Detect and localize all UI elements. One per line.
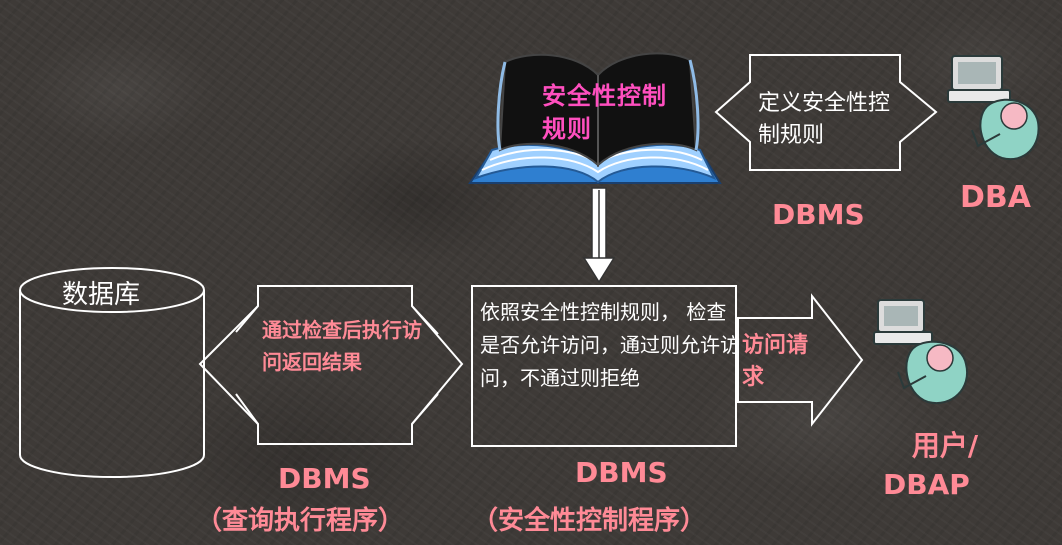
dbms-query-subtitle: （查询执行程序） (196, 506, 405, 536)
database-cylinder (19, 267, 205, 478)
dba-label: DBA (960, 180, 1031, 215)
security-check-box (471, 285, 737, 447)
book-to-check-arrow (582, 187, 616, 284)
dbms-query-title: DBMS (278, 462, 371, 495)
book-icon (468, 52, 722, 184)
dbms-security-subtitle: （安全性控制程序） (472, 506, 707, 536)
database-label: 数据库 (62, 280, 141, 310)
query-exec-arrow (198, 285, 464, 445)
access-request-arrow (737, 293, 864, 427)
book-label: 安全性控制规则 (542, 82, 667, 143)
user-label: 用户/ (911, 429, 979, 462)
access-request-label: 访问请求 (742, 333, 809, 390)
dbap-label: DBAP (883, 468, 970, 501)
user-person-icon (873, 299, 969, 405)
query-exec-label: 通过检查后执行访问返回结果 (262, 318, 422, 374)
define-rules-arrow (714, 54, 938, 171)
dba-person-icon (947, 55, 1040, 161)
dbms-top-label: DBMS (772, 198, 865, 231)
define-rules-label: 定义安全性控制规则 (758, 91, 891, 148)
dbms-security-title: DBMS (575, 456, 668, 489)
security-check-label: 依照安全性控制规则， 检查是否允许访问，通过则允许访问，不通过则拒绝 (480, 300, 740, 390)
